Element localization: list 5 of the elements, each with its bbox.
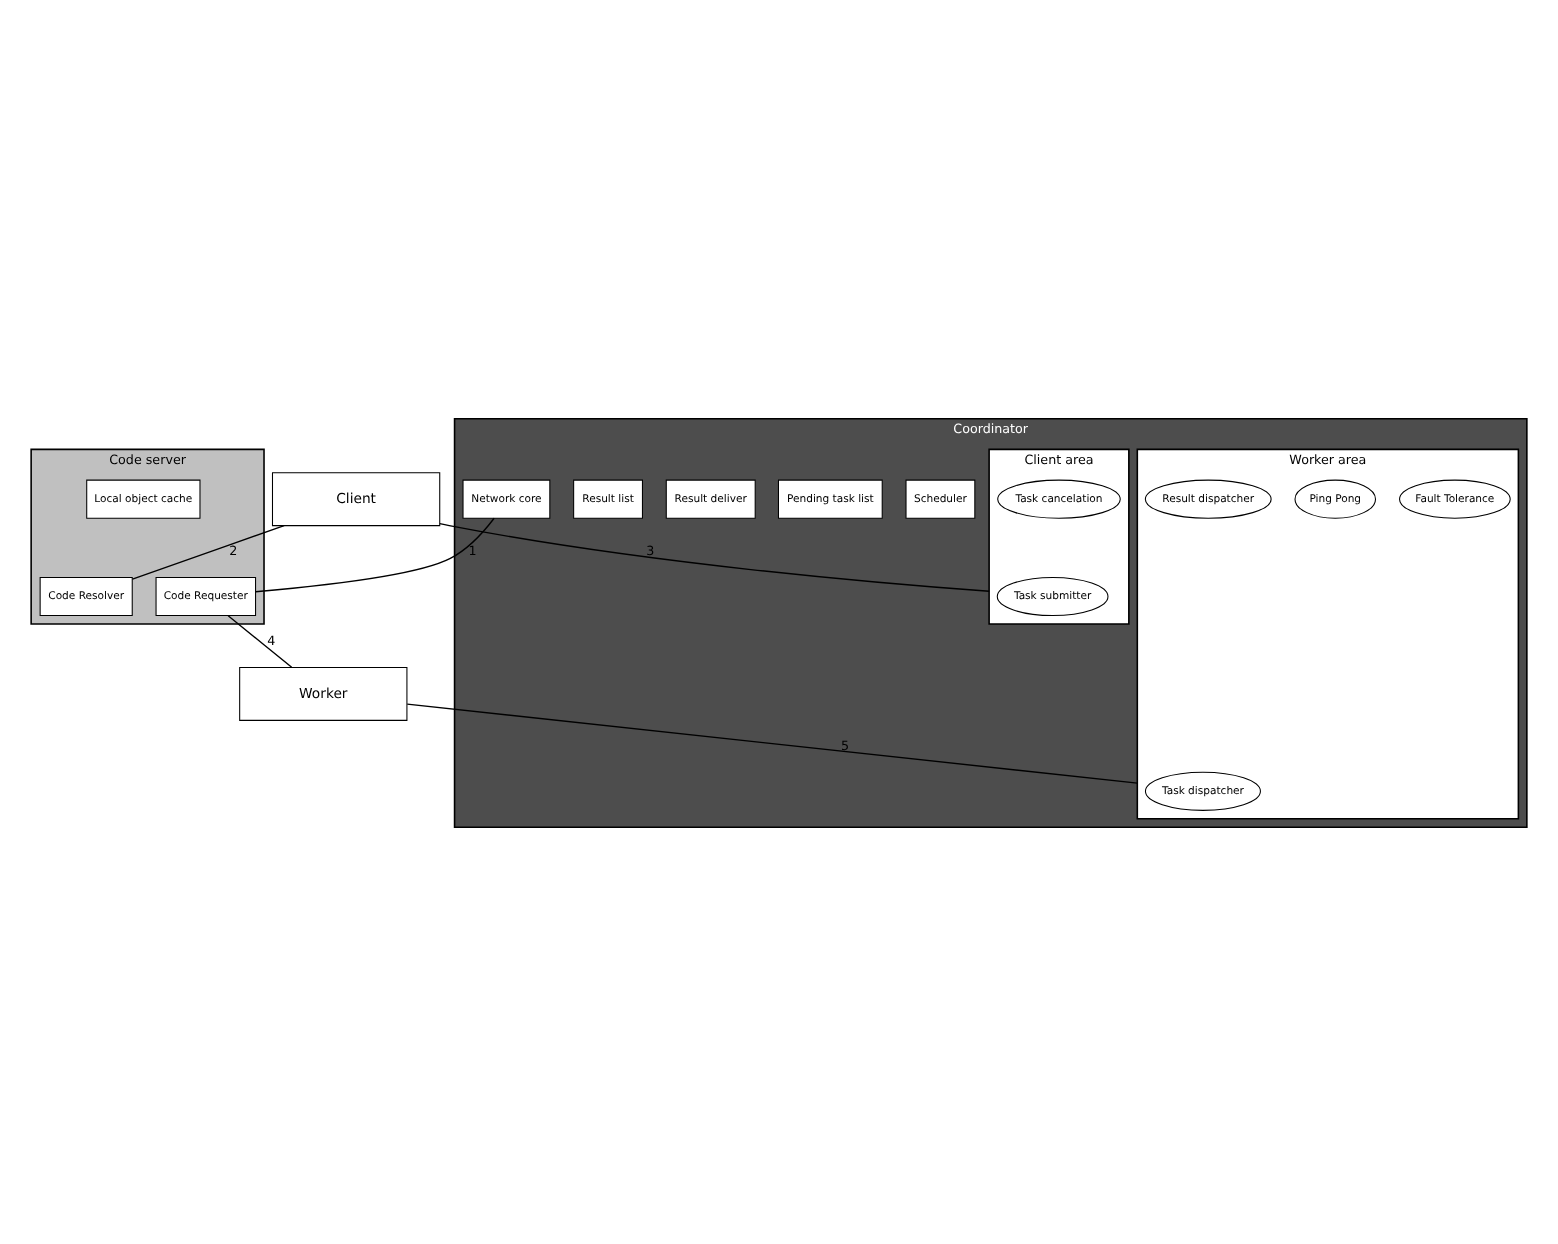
connector bbox=[227, 614, 293, 667]
connector bbox=[131, 523, 285, 579]
connector bbox=[254, 516, 495, 592]
connector bbox=[439, 521, 990, 591]
connector bbox=[406, 702, 1138, 783]
